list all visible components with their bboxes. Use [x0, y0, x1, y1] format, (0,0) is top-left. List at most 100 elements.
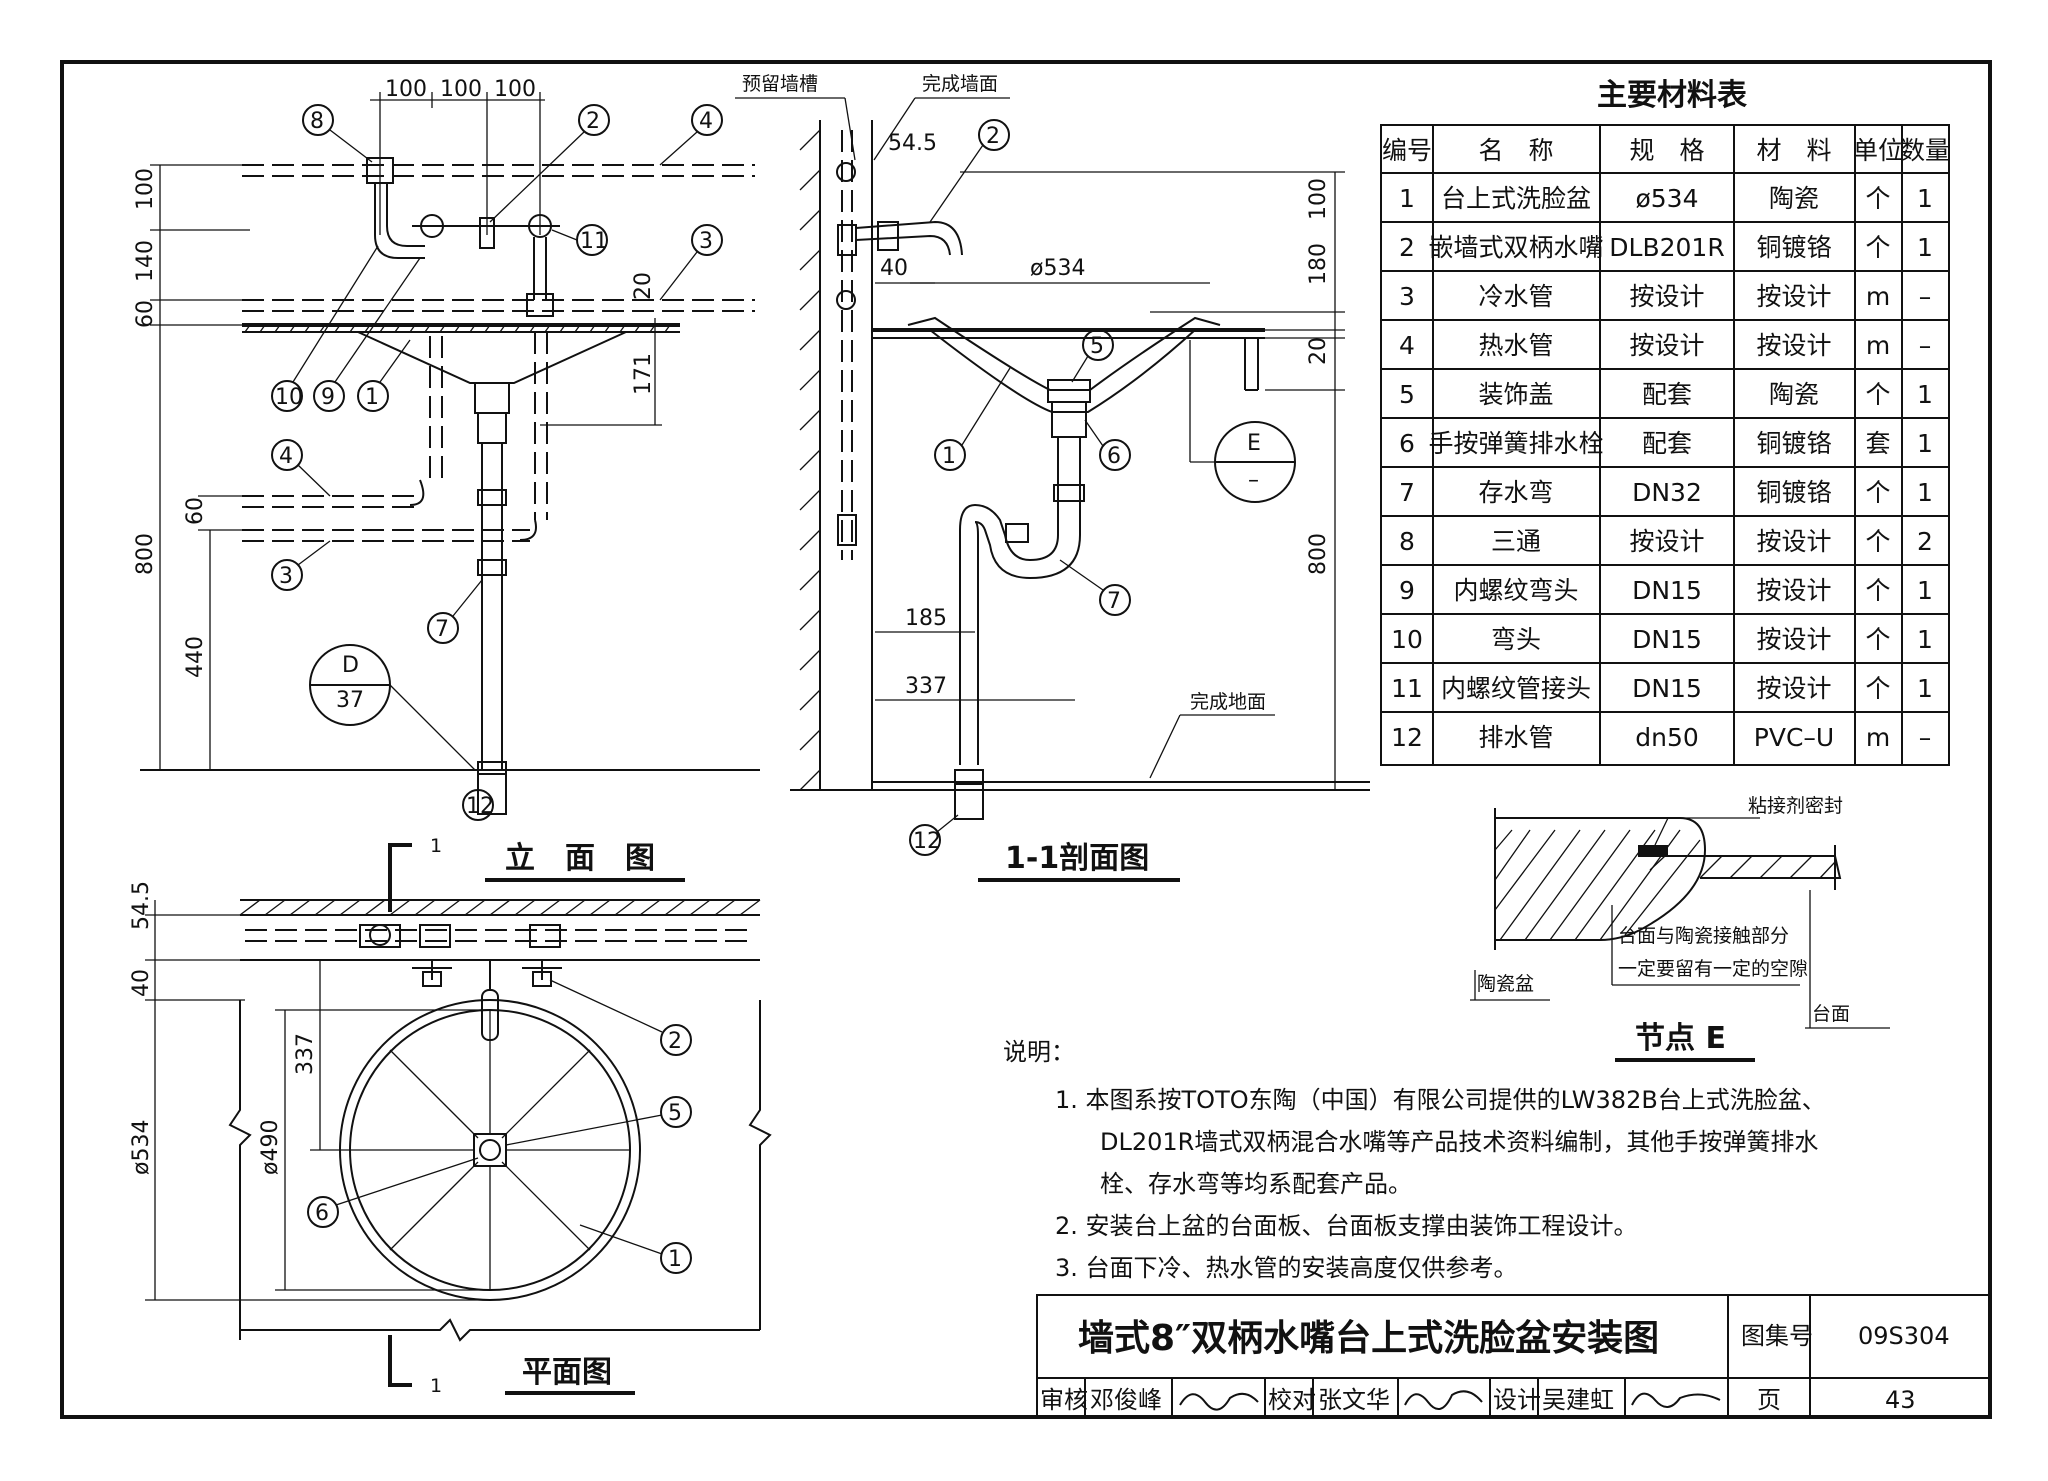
elevation-title: 立 面 图	[505, 841, 655, 876]
table-cell: 9	[1399, 576, 1415, 605]
notes-heading: 说明：	[1003, 1038, 1075, 1066]
svg-text:9: 9	[321, 385, 335, 410]
svg-text:1: 1	[365, 385, 379, 410]
table-cell: 按设计	[1629, 282, 1704, 311]
designer-name: 吴建虹	[1542, 1386, 1614, 1414]
svg-text:8: 8	[310, 109, 324, 134]
table-header-cell: 单位	[1853, 136, 1903, 165]
balloon-12s: 12	[909, 814, 959, 856]
table-cell: m	[1866, 331, 1890, 360]
table-cell: DLB201R	[1609, 233, 1724, 262]
elev-dim-right-2: 171	[631, 353, 656, 395]
elev-dim-top-2: 100	[440, 77, 482, 102]
table-cell: 个	[1865, 527, 1890, 556]
section-label-wall: 完成墙面	[922, 73, 998, 95]
node-label-basin: 陶瓷盆	[1477, 973, 1534, 995]
table-cell: 陶瓷	[1769, 184, 1819, 213]
atlas-label: 图集号	[1741, 1322, 1813, 1350]
elev-dim-left-2: 140	[133, 240, 158, 282]
svg-text:6: 6	[1107, 444, 1121, 469]
table-cell: 5	[1399, 380, 1415, 409]
review-label: 审核	[1040, 1386, 1088, 1414]
svg-text:11: 11	[580, 229, 608, 254]
table-cell: 热水管	[1478, 331, 1553, 360]
svg-text:12: 12	[913, 829, 941, 854]
node-e-title: 节点 E	[1635, 1021, 1726, 1056]
page-label: 页	[1757, 1386, 1781, 1414]
table-header-cell: 规 格	[1629, 136, 1704, 165]
svg-text:4: 4	[279, 444, 293, 469]
svg-text:37: 37	[336, 688, 364, 713]
balloon-10: 10	[271, 245, 379, 412]
balloon-12: 12	[462, 789, 494, 821]
note-1b: DL201R墙式双柄混合水嘴等产品技术资料编制，其他手按弹簧排水	[1100, 1128, 1818, 1156]
reviewer-signature	[1179, 1392, 1259, 1411]
table-cell: 铜镀铬	[1756, 233, 1831, 262]
balloon-4: 4	[659, 104, 723, 166]
balloon-5s: 5	[1071, 329, 1114, 383]
table-cell: 2	[1399, 233, 1415, 262]
table-cell: 12	[1391, 723, 1423, 752]
table-cell: DN15	[1632, 576, 1702, 605]
table-cell: 1	[1917, 233, 1933, 262]
plan-dim-534: ø534	[129, 1120, 154, 1175]
section-mark-top: 1	[430, 835, 442, 857]
table-cell: 按设计	[1756, 576, 1831, 605]
svg-text:1: 1	[668, 1247, 682, 1272]
table-cell: 3	[1399, 282, 1415, 311]
table-cell: dn50	[1635, 723, 1699, 752]
table-header-cell: 编号	[1382, 136, 1432, 165]
table-cell: 按设计	[1756, 282, 1831, 311]
table-cell: 2	[1917, 527, 1933, 556]
node-e-detail: 粘接剂密封 台面与陶瓷接触部分 一定要留有一定的空隙 陶瓷盆 台面 节点 E	[1470, 795, 1890, 1062]
table-cell: 11	[1391, 674, 1423, 703]
table-cell: 陶瓷	[1769, 380, 1819, 409]
table-cell: m	[1866, 723, 1890, 752]
table-cell: 配套	[1642, 429, 1692, 458]
plan-view: 54.5 40 337 ø534 ø490 2 5 6 1 1 平面图	[129, 881, 772, 1397]
table-cell: 按设计	[1756, 331, 1831, 360]
table-cell: –	[1919, 331, 1932, 360]
balloon-7: 7	[427, 579, 483, 644]
atlas-no: 09S304	[1858, 1322, 1950, 1350]
balloon-2: 2	[489, 104, 610, 223]
table-cell: 按设计	[1629, 527, 1704, 556]
table-cell: 按设计	[1629, 331, 1704, 360]
elev-dim-right-1: 20	[631, 272, 656, 300]
table-cell: DN15	[1632, 625, 1702, 654]
node-label-sealant: 粘接剂密封	[1748, 795, 1843, 817]
svg-text:E: E	[1247, 431, 1261, 456]
title-block: 墙式8″双柄水嘴台上式洗脸盆安装图 图集号 09S304 审核 邓俊峰 校对 张…	[1036, 1294, 1991, 1418]
table-cell: 1	[1917, 576, 1933, 605]
svg-text:1: 1	[942, 444, 956, 469]
table-cell: 1	[1917, 625, 1933, 654]
table-cell: 内螺纹弯头	[1453, 576, 1578, 605]
svg-text:7: 7	[1107, 589, 1121, 614]
table-cell: 嵌墙式双柄水嘴	[1428, 233, 1603, 262]
table-cell: 1	[1917, 429, 1933, 458]
table-cell: 手按弹簧排水栓	[1428, 429, 1603, 458]
section-view: 预留墙槽 完成墙面 54.5 2 完成地面 40	[735, 73, 1370, 882]
table-cell: 1	[1399, 184, 1415, 213]
balloon-3b: 3	[271, 540, 331, 591]
elev-dim-top-3: 100	[494, 77, 536, 102]
section-dim-180: 180	[1306, 243, 1331, 285]
balloon-6p: 6	[307, 1157, 479, 1228]
section-dim-100: 100	[1306, 178, 1331, 220]
plan-dim-337: 337	[293, 1033, 318, 1075]
page-no: 43	[1885, 1386, 1916, 1414]
section-title: 1-1剖面图	[1005, 841, 1149, 876]
table-cell: 8	[1399, 527, 1415, 556]
check-label: 校对	[1268, 1386, 1316, 1414]
balloon-4b: 4	[271, 439, 331, 497]
svg-text:D: D	[342, 653, 359, 678]
table-cell: 6	[1399, 429, 1415, 458]
svg-text:7: 7	[435, 617, 449, 642]
table-cell: DN32	[1632, 478, 1702, 507]
plan-dim-545: 54.5	[129, 881, 154, 930]
table-cell: 10	[1391, 625, 1423, 654]
svg-text:6: 6	[315, 1201, 329, 1226]
table-cell: 排水管	[1478, 723, 1553, 752]
